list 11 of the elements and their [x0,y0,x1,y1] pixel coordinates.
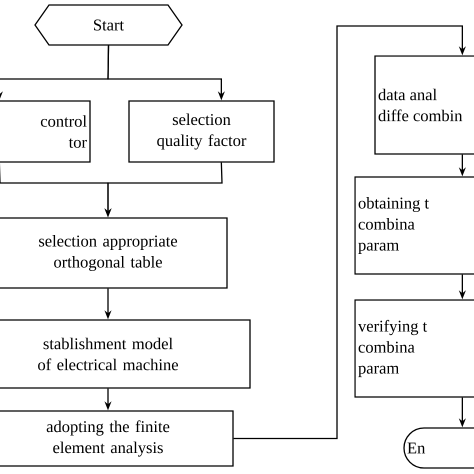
start-terminal: Start [34,4,183,46]
process-box: selection appropriate orthogonal table [0,217,228,289]
process-box: verifying t combina param [354,299,474,398]
process-box: data anal diffe combin [374,55,474,155]
process-box: adopting the finite element analysis [0,410,234,467]
process-box: obtaining t combina param [354,176,474,275]
end-terminal: En [403,427,474,469]
process-box: selection quality factor [128,100,275,163]
process-box: stablishment model of electrical machine [0,319,251,389]
process-box: control tor [0,100,91,163]
arrow [234,25,466,440]
